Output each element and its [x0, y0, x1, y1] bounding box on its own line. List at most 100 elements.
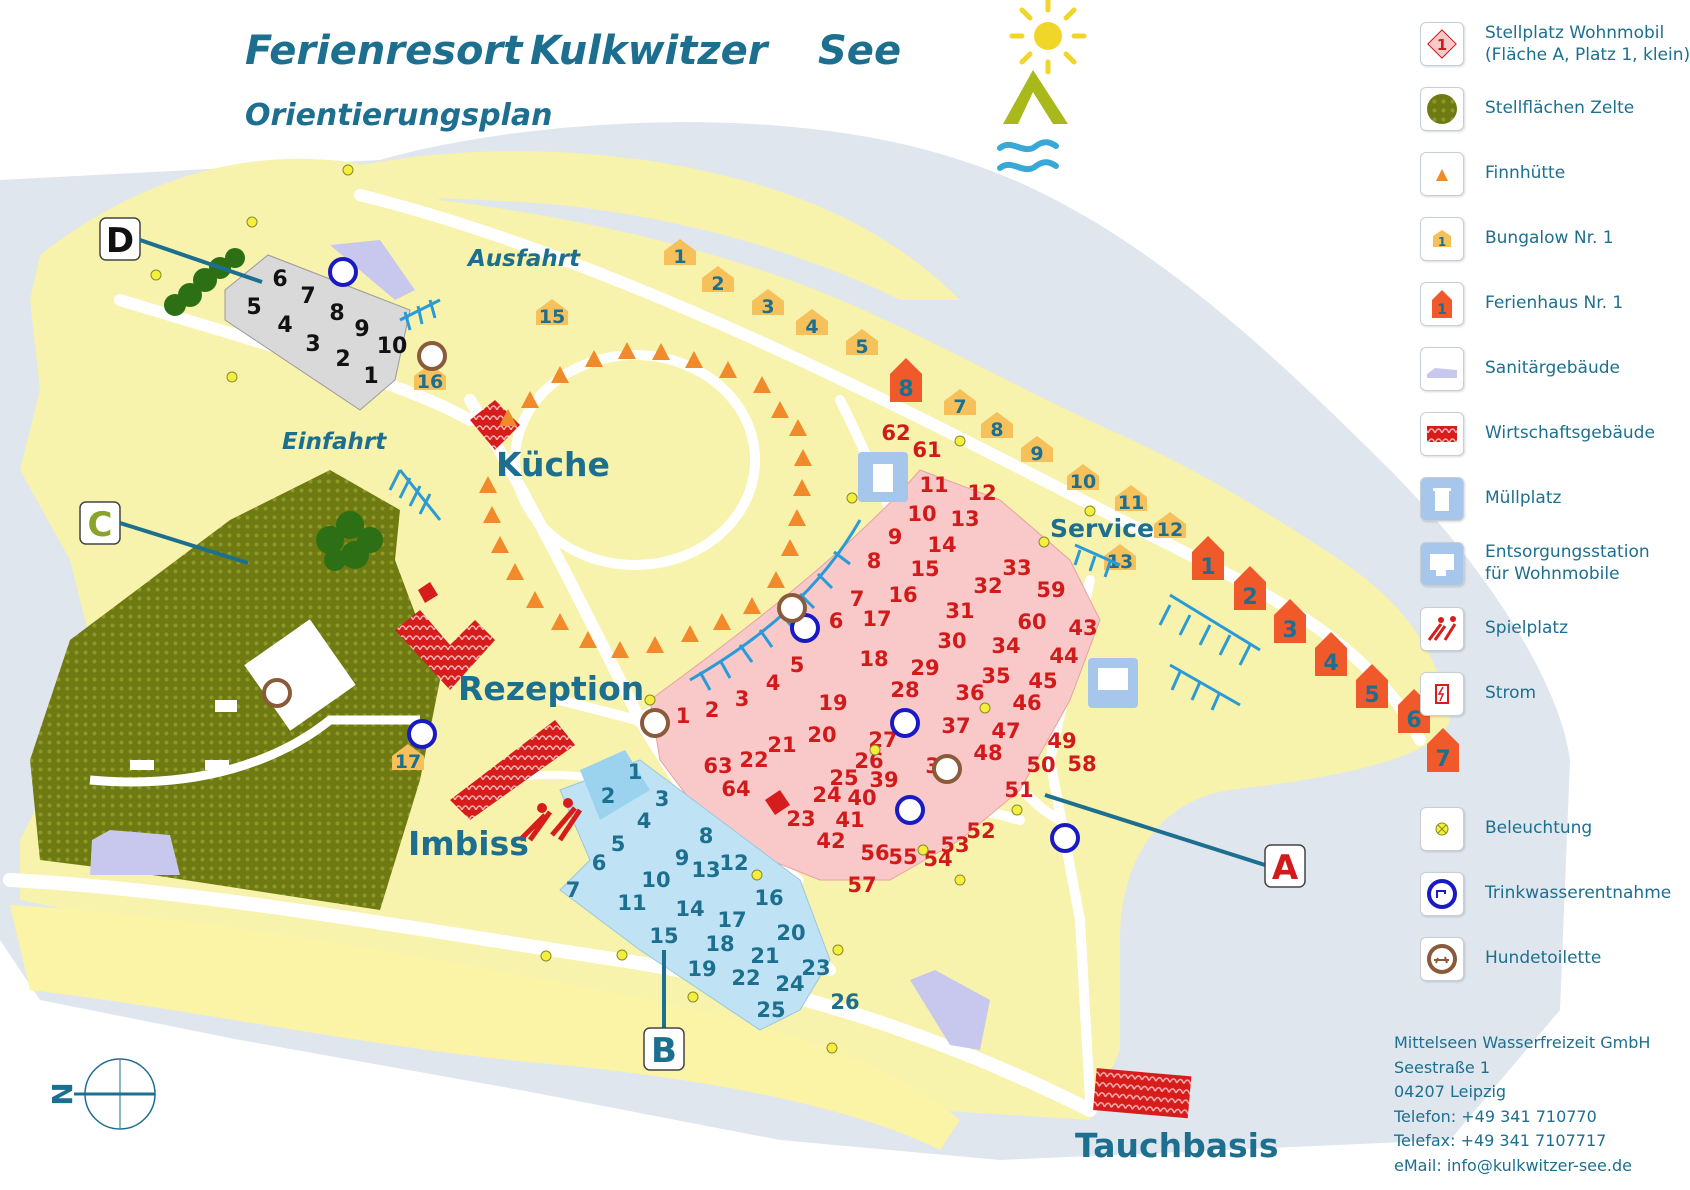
playground-icon [1420, 607, 1464, 651]
pitch-d-number: 3 [305, 332, 320, 357]
imbiss-label: Imbiss [408, 824, 529, 863]
resort-title-part1: Ferienresort [245, 28, 523, 74]
finnhut-icon [793, 479, 811, 496]
legend-label-waste: Müllplatz [1485, 488, 1562, 508]
tauchbasis-label: Tauchbasis [1075, 1126, 1279, 1165]
pitch-b-number: 26 [830, 990, 859, 1014]
holiday-house-icon: 1 [1420, 282, 1464, 326]
bungalow-number: 4 [805, 316, 818, 338]
legend-label-water: Trinkwasserentnahme [1485, 883, 1672, 903]
bungalow-number: 16 [417, 371, 443, 393]
pitch-a-number: 53 [940, 833, 969, 857]
pitch-b-number: 8 [699, 824, 714, 848]
finnhut-icon [551, 613, 569, 630]
pitch-b-number: 24 [775, 972, 804, 996]
resort-title-part3: See [818, 28, 902, 74]
finnhut-icon [521, 391, 539, 408]
pitch-a-number: 15 [910, 557, 939, 581]
company-email[interactable]: eMail: info@kulkwitzer-see.de [1394, 1155, 1632, 1175]
holiday-house-number: 7 [1435, 747, 1450, 772]
finnhut-icon [611, 641, 629, 658]
bungalow-number: 12 [1157, 519, 1183, 541]
legend-item-playground: Spielplatz [1420, 607, 1684, 657]
section-marker-b: B [643, 950, 685, 1071]
holiday-house-icon: 8 [890, 358, 922, 402]
pitch-a-number: 23 [786, 807, 815, 831]
bungalow-icon: 17 [392, 744, 424, 773]
finnhut-group [479, 342, 812, 658]
pitch-b-number: 14 [675, 897, 704, 921]
pitch-a-number: 32 [973, 574, 1002, 598]
pitch-a-number: 13 [950, 507, 979, 531]
pitch-b-number: 16 [754, 886, 783, 910]
pitch-b-number: 9 [675, 846, 690, 870]
pitch-b-number: 10 [641, 868, 670, 892]
pitch-b-number: 6 [592, 851, 607, 875]
pitch-a-number: 4 [766, 671, 781, 695]
pitch-a-number: 31 [945, 599, 974, 623]
power-icon [1420, 672, 1464, 716]
finnhut-icon [499, 409, 517, 426]
drinking-water-points [328, 257, 1080, 853]
service-label: Service [1050, 514, 1154, 543]
pitch-a-number: 46 [1012, 691, 1041, 715]
pitch-b-number: 12 [719, 851, 748, 875]
pitch-d-number: 1 [363, 364, 378, 389]
bungalow-icon: 16 [414, 364, 446, 393]
pitch-a-number: 59 [1036, 578, 1065, 602]
finnhut-icon [719, 361, 737, 378]
finnhut-icon [713, 613, 731, 630]
finnhut-icon [585, 350, 603, 367]
finnhut-icon [788, 509, 806, 526]
pitch-b-number: 5 [611, 832, 626, 856]
legend-item-bungalow: 1 Bungalow Nr. 1 [1420, 217, 1684, 267]
page-subtitle: Orientierungsplan [245, 98, 553, 133]
north-shore [340, 151, 960, 300]
holiday-house-icon: 7 [1427, 728, 1459, 772]
pitch-a-number: 7 [850, 587, 865, 611]
pitch-a-number: 2 [705, 698, 720, 722]
finnhut-icon [551, 366, 569, 383]
pitch-a-number: 57 [847, 873, 876, 897]
bungalow-number: 7 [953, 396, 966, 418]
section-a-area [649, 469, 1101, 881]
pitch-a-number: 58 [1067, 752, 1096, 776]
sanitary-building-icon [1420, 347, 1464, 391]
drinking-water-icon [895, 795, 925, 825]
section-marker-d: D [99, 217, 263, 284]
section-d-label: D [106, 221, 134, 261]
pitch-a-number: 3 [735, 687, 750, 711]
drinking-water-icon [1050, 823, 1080, 853]
pitch-a-number: 60 [1017, 610, 1046, 634]
holiday-house-icon: 2 [1234, 566, 1266, 610]
bungalow-icon: 9 [1021, 436, 1053, 465]
holiday-house-number: 3 [1282, 618, 1297, 643]
finnhut-icon [579, 631, 597, 648]
bungalow-icon: 15 [536, 299, 568, 328]
finnhut-icon [753, 376, 771, 393]
pitch-a-number: 40 [847, 786, 876, 810]
pitch-a-number: 45 [1028, 669, 1057, 693]
pitch-a-number: 20 [807, 723, 836, 747]
pitch-d-number: 7 [300, 284, 315, 309]
pitch-a-number: 21 [767, 733, 796, 757]
lighting-points [150, 164, 1096, 1054]
rezeption-label: Rezeption [458, 669, 644, 708]
legend-label-bungalow: Bungalow Nr. 1 [1485, 228, 1614, 248]
legend-label-playground: Spielplatz [1485, 618, 1569, 638]
lighting-icon [1420, 807, 1464, 851]
pitch-a-number: 14 [927, 533, 956, 557]
pitch-a-number: 12 [967, 481, 996, 505]
holiday-house-number: 4 [1323, 651, 1338, 676]
bungalow-icon: 5 [846, 329, 878, 358]
pitch-a-number: 51 [1004, 778, 1033, 802]
bungalow-number: 5 [855, 336, 868, 358]
holiday-house-icon: 1 [1192, 536, 1224, 580]
drinking-water-icon [328, 257, 358, 287]
holiday-house-icon: 3 [1274, 599, 1306, 643]
legend-item-power: Strom [1420, 672, 1684, 722]
